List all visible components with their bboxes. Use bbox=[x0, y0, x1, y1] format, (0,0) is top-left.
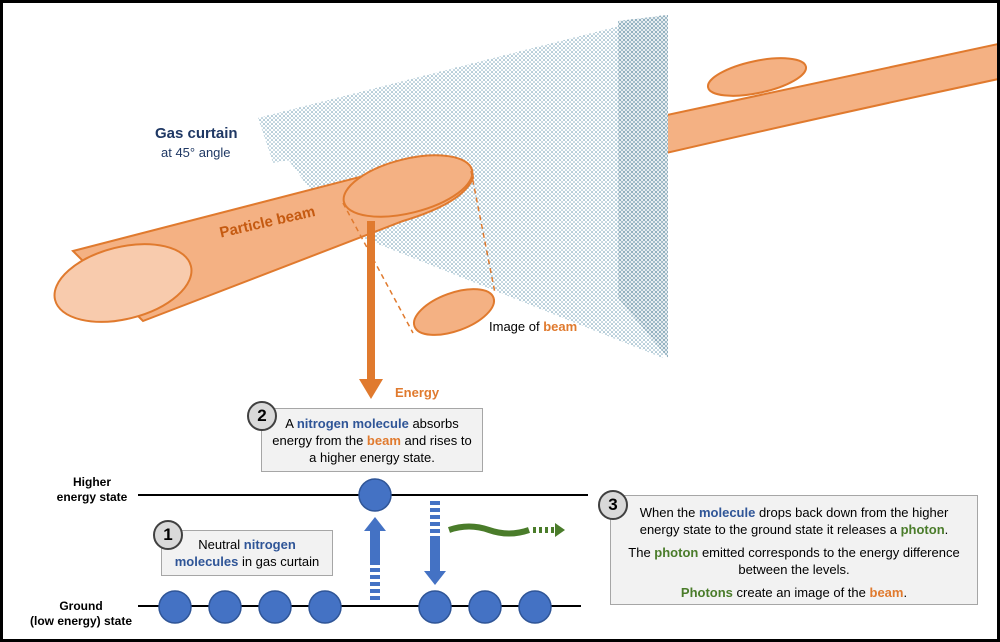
step-text: drops back down from the higher bbox=[755, 505, 949, 520]
image-label-highlight: beam bbox=[543, 319, 578, 334]
beam-back-section bbox=[580, 43, 997, 165]
excitation-arrow bbox=[364, 517, 386, 600]
step-3-box: When the molecule drops back down from t… bbox=[610, 495, 978, 605]
step-text: . bbox=[944, 522, 949, 537]
step-text: and rises to bbox=[400, 433, 472, 448]
step-paragraph: The photon emitted corresponds to the en… bbox=[611, 544, 977, 578]
diagram-artwork bbox=[53, 15, 997, 624]
higher-label-line2: energy state bbox=[56, 490, 128, 504]
step-3-badge: 3 bbox=[598, 490, 628, 520]
step-2-badge: 2 bbox=[247, 401, 277, 431]
molecule bbox=[208, 590, 242, 624]
step-2-box: A nitrogen molecule absorbs energy from t… bbox=[261, 408, 483, 472]
molecule bbox=[418, 590, 452, 624]
orange-term: beam bbox=[869, 585, 904, 600]
step-text: a higher energy state. bbox=[309, 450, 435, 465]
step-1-badge: 1 bbox=[153, 520, 183, 550]
molecule bbox=[158, 590, 192, 624]
excited-molecule bbox=[358, 478, 392, 512]
step-text: between the levels. bbox=[738, 562, 850, 577]
step-text: in gas curtain bbox=[238, 554, 320, 569]
step-text: Neutral bbox=[198, 537, 244, 552]
energy-label: Energy bbox=[395, 385, 440, 400]
image-label-prefix: Image of bbox=[489, 319, 544, 334]
blue-term: nitrogen molecule bbox=[296, 416, 409, 431]
ground-label-line1: Ground bbox=[59, 599, 103, 613]
green-term: photon bbox=[900, 522, 945, 537]
gas-curtain-subtitle: at 45° angle bbox=[161, 145, 231, 160]
relaxation-arrow bbox=[424, 501, 446, 585]
photon-wave bbox=[448, 523, 565, 537]
molecule bbox=[308, 590, 342, 624]
green-term: Photons bbox=[680, 585, 733, 600]
beam-front-section bbox=[53, 154, 475, 323]
step-text: energy from the bbox=[272, 433, 367, 448]
step-text: absorbs bbox=[408, 416, 459, 431]
higher-energy-state-label: Higher energy state bbox=[47, 475, 137, 505]
blue-term: nitrogen bbox=[243, 537, 296, 552]
beam-image-projection bbox=[342, 170, 496, 336]
step-text: The bbox=[628, 545, 655, 560]
step-text: When the bbox=[639, 505, 699, 520]
step-text: A bbox=[285, 416, 297, 431]
step-paragraph: When the molecule drops back down from t… bbox=[611, 504, 977, 538]
step-text: emitted corresponds to the energy differ… bbox=[698, 545, 960, 560]
step-paragraph: Photons create an image of the beam. bbox=[611, 584, 977, 601]
energy-arrow bbox=[359, 221, 383, 399]
blue-term: molecules bbox=[174, 554, 239, 569]
step-1-box: Neutral nitrogen molecules in gas curtain bbox=[161, 530, 333, 576]
molecule bbox=[468, 590, 502, 624]
ground-label-line2: (low energy) state bbox=[29, 614, 133, 628]
gas-curtain-title: Gas curtain bbox=[155, 125, 238, 142]
image-of-beam-label: Image of beam bbox=[489, 319, 577, 334]
molecule bbox=[258, 590, 292, 624]
orange-term: beam bbox=[366, 433, 401, 448]
higher-label-line1: Higher bbox=[72, 475, 111, 489]
step-text: energy state to the ground state it rele… bbox=[639, 522, 901, 537]
blue-term: molecule bbox=[698, 505, 756, 520]
ground-molecules bbox=[158, 590, 552, 624]
ground-state-label: Ground (low energy) state bbox=[25, 599, 137, 629]
step-text: create an image of the bbox=[732, 585, 870, 600]
step-text: . bbox=[903, 585, 908, 600]
molecule bbox=[518, 590, 552, 624]
green-term: photon bbox=[654, 545, 699, 560]
